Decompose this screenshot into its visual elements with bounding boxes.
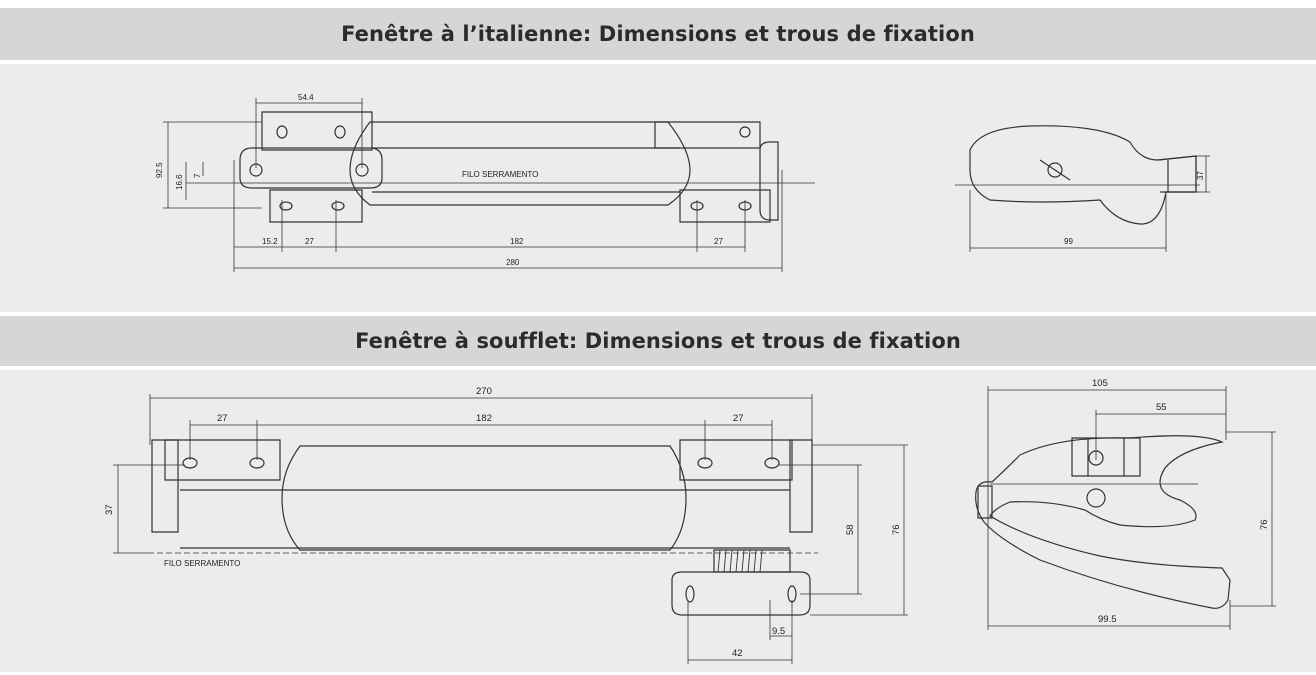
italienne-side-labels: 99 37: [1064, 171, 1205, 246]
left-plate: [239, 147, 383, 189]
drawing-panel-soufflet: [0, 370, 1316, 672]
dimension-lines: [969, 155, 1210, 252]
italienne-front-labels: 54.4 92.5 16.6 7 FILO SERRAMENTO 15.2 27…: [155, 93, 723, 267]
dimension-lines: [113, 394, 908, 664]
right-bracket: [679, 439, 793, 481]
filo-label: FILO SERRAMENTO: [462, 170, 538, 179]
mount-hole: [787, 585, 797, 603]
section-title-soufflet: Fenêtre à soufflet: Dimensions et trous …: [355, 329, 961, 353]
italienne-front-view: [163, 98, 815, 272]
main-body: [349, 121, 691, 206]
soufflet-side-view: [975, 386, 1276, 630]
side-body: [969, 125, 1197, 225]
italienne-side-view: [955, 125, 1210, 252]
dim-label: 105: [1092, 378, 1108, 389]
dim-label: 58: [845, 524, 856, 535]
dim-label: 182: [476, 413, 492, 424]
dim-label: 37: [1196, 171, 1205, 180]
pivot-line: [1039, 159, 1071, 181]
dim-label: 76: [891, 524, 902, 535]
dim-label: 54.4: [298, 93, 314, 102]
left-bottom-bracket: [269, 189, 363, 223]
spring-coils: [717, 549, 763, 573]
dim-label: 27: [733, 413, 744, 424]
soufflet-front-labels: 270 27 182 27 37 58 76 FILO SERRAMENTO 9…: [104, 386, 902, 659]
dim-label: 27: [305, 237, 314, 246]
mount-hole: [331, 201, 345, 211]
mount-hole: [276, 125, 288, 139]
dim-label: 16.6: [175, 174, 184, 190]
dim-label: 99.5: [1098, 614, 1117, 625]
dim-label: 182: [510, 237, 524, 246]
side-plate: [1157, 155, 1197, 193]
filo-label: FILO SERRAMENTO: [164, 559, 240, 568]
right-bottom-bracket: [679, 189, 771, 223]
dim-label: 27: [714, 237, 723, 246]
top-bracket: [261, 111, 373, 151]
mount-plate: [1071, 437, 1141, 477]
dim-label: 27: [217, 413, 228, 424]
dim-label: 55: [1156, 402, 1167, 413]
right-endcap: [759, 141, 779, 221]
mount-hole: [739, 126, 751, 138]
dim-label: 76: [1259, 519, 1270, 530]
pivot-icon: [1086, 488, 1106, 508]
section-title-italienne: Fenêtre à l’italienne: Dimensions et tro…: [341, 22, 975, 46]
side-body: [975, 435, 1231, 609]
dimension-lines: [987, 386, 1276, 630]
dim-label: 9.5: [772, 626, 785, 637]
dim-label: 280: [506, 258, 520, 267]
mount-hole: [685, 585, 695, 603]
right-endcap: [789, 439, 813, 533]
dim-label: 37: [104, 504, 115, 515]
dim-label: 7: [193, 173, 202, 178]
mount-hole: [279, 201, 293, 211]
soufflet-side-labels: 105 55 76 99.5: [1092, 378, 1270, 625]
dim-label: 92.5: [155, 162, 164, 178]
dimension-lines: [163, 98, 783, 272]
main-body: [281, 445, 687, 551]
section-header-italienne: Fenêtre à l’italienne: Dimensions et tro…: [0, 8, 1316, 60]
left-bracket: [164, 439, 281, 481]
dim-label: 99: [1064, 237, 1073, 246]
dim-label: 42: [732, 648, 743, 659]
end-cap: [977, 485, 993, 519]
mount-hole: [334, 125, 346, 139]
pivot-icon: [1047, 162, 1063, 178]
section-header-soufflet: Fenêtre à soufflet: Dimensions et trous …: [0, 316, 1316, 366]
soufflet-front-view: [113, 394, 908, 664]
dim-label: 270: [476, 386, 492, 397]
dim-label: 15.2: [262, 237, 278, 246]
drawing-panel-italienne: [0, 64, 1316, 312]
bottom-plate: [671, 571, 811, 616]
